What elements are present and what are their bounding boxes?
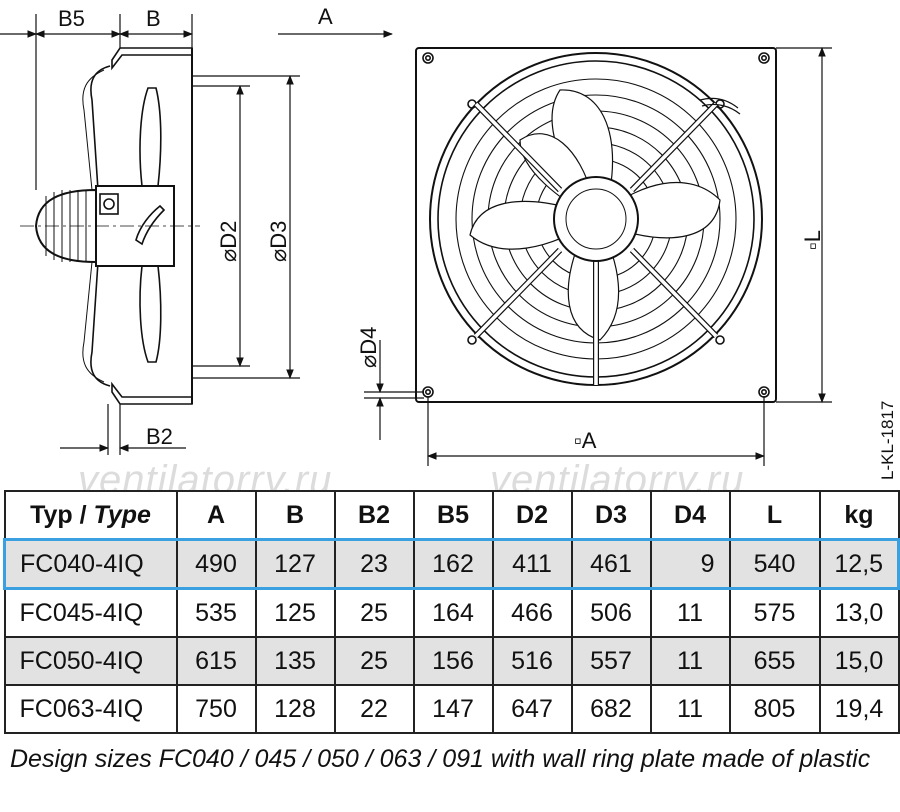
cell-a: 535: [175, 587, 257, 638]
header-d4: D4: [649, 490, 731, 541]
cell-a: 490: [175, 538, 257, 590]
dim-label-a-bottom: ▫A: [574, 428, 597, 453]
cell-l: 655: [728, 636, 821, 686]
dim-label-d2: ⌀D2: [216, 221, 241, 262]
cell-kg: 12,5: [818, 538, 900, 590]
cell-l: 575: [728, 587, 821, 638]
drawing-code: L-KL-1817: [878, 401, 897, 480]
dim-label-d3: ⌀D3: [266, 221, 291, 262]
cell-b5: 162: [412, 538, 494, 590]
cell-kg: 13,0: [818, 587, 900, 638]
cell-type: FC050-4IQ: [3, 636, 178, 686]
cell-type: FC040-4IQ: [3, 538, 178, 590]
cell-b5: 156: [412, 636, 494, 686]
cell-d4: 11: [649, 636, 731, 686]
front-view-dimensions: [364, 47, 832, 466]
header-b5: B5: [412, 490, 494, 541]
cell-b: 135: [254, 636, 336, 686]
dim-label-a-top: A: [318, 4, 333, 29]
header-b: B: [254, 490, 336, 541]
dimensions-table: Typ / Type A B B2 B5 D2 D3 D4 L kg FC040…: [3, 490, 900, 734]
cell-d2: 411: [491, 538, 573, 590]
side-view-dimensions: [0, 14, 393, 455]
header-d3: D3: [570, 490, 652, 541]
dim-label-b2: B2: [146, 424, 173, 449]
cell-b: 127: [254, 538, 336, 590]
cell-l: 805: [728, 684, 821, 734]
header-b2: B2: [333, 490, 415, 541]
dim-label-b5: B5: [58, 6, 85, 31]
dim-label-b: B: [146, 6, 161, 31]
cell-a: 615: [175, 636, 257, 686]
cell-b2: 25: [333, 636, 415, 686]
cell-d4: 11: [649, 684, 731, 734]
dim-label-l: ▫L: [800, 230, 825, 250]
header-type: Typ / Type: [3, 490, 178, 541]
cell-d3: 557: [570, 636, 652, 686]
table-row[interactable]: FC040-4IQ 490 127 23 162 411 461 9 540 1…: [3, 538, 900, 590]
cell-d4: 11: [649, 587, 731, 638]
cell-d2: 647: [491, 684, 573, 734]
cell-type: FC063-4IQ: [3, 684, 178, 734]
cell-type: FC045-4IQ: [3, 587, 178, 638]
cell-d2: 516: [491, 636, 573, 686]
front-view: [415, 47, 777, 403]
table-row[interactable]: FC063-4IQ 750 128 22 147 647 682 11 805 …: [3, 684, 900, 734]
cell-kg: 15,0: [818, 636, 900, 686]
cell-d3: 461: [570, 538, 652, 590]
header-l: L: [728, 490, 821, 541]
fan-technical-drawing: B5 B A B2 ⌀D2 ⌀D3: [0, 4, 897, 480]
cell-d3: 506: [570, 587, 652, 638]
cell-b5: 164: [412, 587, 494, 638]
cell-a: 750: [175, 684, 257, 734]
cell-d3: 682: [570, 684, 652, 734]
cell-b2: 25: [333, 587, 415, 638]
cell-l: 540: [728, 538, 821, 590]
caption-text: Design sizes FC040 / 045 / 050 / 063 / 0…: [10, 745, 871, 773]
cell-d2: 466: [491, 587, 573, 638]
cell-b2: 22: [333, 684, 415, 734]
table-row[interactable]: FC045-4IQ 535 125 25 164 466 506 11 575 …: [3, 587, 900, 638]
dim-label-d4: ⌀D4: [356, 327, 381, 368]
cell-kg: 19,4: [818, 684, 900, 734]
header-d2: D2: [491, 490, 573, 541]
side-view: [20, 47, 200, 405]
cell-d4: 9: [649, 538, 731, 590]
table-row[interactable]: FC050-4IQ 615 135 25 156 516 557 11 655 …: [3, 636, 900, 686]
cell-b: 128: [254, 684, 336, 734]
cell-b5: 147: [412, 684, 494, 734]
header-a: A: [175, 490, 257, 541]
header-kg: kg: [818, 490, 900, 541]
table-header-row: Typ / Type A B B2 B5 D2 D3 D4 L kg: [3, 490, 900, 541]
cell-b: 125: [254, 587, 336, 638]
cell-b2: 23: [333, 538, 415, 590]
